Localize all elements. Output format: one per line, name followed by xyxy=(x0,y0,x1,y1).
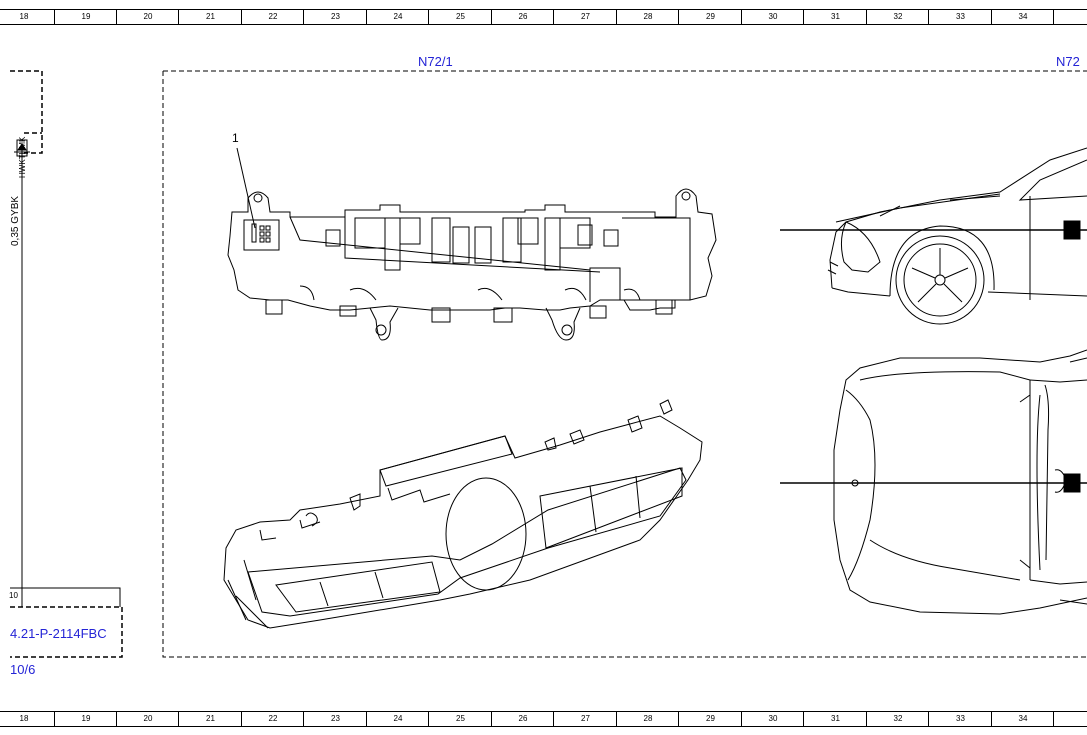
connector-box-top xyxy=(10,70,43,154)
vehicle-side-view xyxy=(827,147,1087,325)
grid-cell: 32 xyxy=(866,10,929,24)
grid-cell: 18 xyxy=(0,10,55,24)
grid-cell: 31 xyxy=(803,10,867,24)
connector-box-bottom-frame xyxy=(10,587,121,607)
grid-cell: 22 xyxy=(241,712,304,726)
grid-cell: 19 xyxy=(54,712,117,726)
callout-number: 1 xyxy=(232,131,239,145)
grid-cell: 29 xyxy=(678,712,742,726)
grid-cell: 34 xyxy=(991,712,1054,726)
reference-page-link[interactable]: 10/6 xyxy=(10,662,36,677)
grid-cell: 28 xyxy=(616,10,679,24)
grid-cell: 23 xyxy=(303,10,367,24)
grid-cell: 22 xyxy=(241,10,304,24)
grid-cell: 32 xyxy=(866,712,929,726)
component-label-next[interactable]: N72 xyxy=(1056,54,1080,69)
grid-cell: 18 xyxy=(0,712,55,726)
grid-cell: 27 xyxy=(553,10,617,24)
wire-label: 0,35 GYBK xyxy=(10,195,21,246)
control-unit-perspective-view xyxy=(223,399,703,629)
grid-cell: 30 xyxy=(741,10,804,24)
grid-cell: 33 xyxy=(928,10,992,24)
connector-label: HWKTHMK xyxy=(18,136,27,178)
reference-link[interactable]: 4.21-P-2114FBC xyxy=(10,626,107,641)
grid-cell: 31 xyxy=(803,712,867,726)
grid-cell: 28 xyxy=(616,712,679,726)
grid-cell: 20 xyxy=(116,712,179,726)
grid-cell: 26 xyxy=(491,10,554,24)
grid-cell: 23 xyxy=(303,712,367,726)
grid-cell: 29 xyxy=(678,10,742,24)
vehicle-top-view xyxy=(833,349,1087,615)
grid-cell: 30 xyxy=(741,712,804,726)
grid-cell: 33 xyxy=(928,712,992,726)
grid-cell xyxy=(1053,10,1087,24)
connector-symbol xyxy=(14,139,30,157)
grid-cell: 27 xyxy=(553,712,617,726)
grid-cell: 34 xyxy=(991,10,1054,24)
pin-label: 10 xyxy=(9,591,18,600)
locator-marker-top xyxy=(1063,220,1081,240)
grid-cell: 26 xyxy=(491,712,554,726)
grid-cell: 21 xyxy=(178,712,242,726)
component-boundary xyxy=(162,70,1087,658)
grid-ruler-top: 18 19 20 21 22 23 24 25 26 27 28 29 30 3… xyxy=(0,9,1087,25)
component-label[interactable]: N72/1 xyxy=(418,54,453,69)
grid-cell: 25 xyxy=(428,10,492,24)
grid-cell: 19 xyxy=(54,10,117,24)
grid-ruler-bottom: 18 19 20 21 22 23 24 25 26 27 28 29 30 3… xyxy=(0,711,1087,727)
callout-leader xyxy=(236,147,256,229)
grid-cell: 20 xyxy=(116,10,179,24)
locator-marker-bottom xyxy=(1063,473,1081,493)
grid-cell: 25 xyxy=(428,712,492,726)
grid-cell: 24 xyxy=(366,712,429,726)
connector-box-bottom xyxy=(10,606,123,658)
grid-cell: 24 xyxy=(366,10,429,24)
grid-cell xyxy=(1053,712,1087,726)
control-unit-front-view xyxy=(227,188,717,341)
grid-cell: 21 xyxy=(178,10,242,24)
